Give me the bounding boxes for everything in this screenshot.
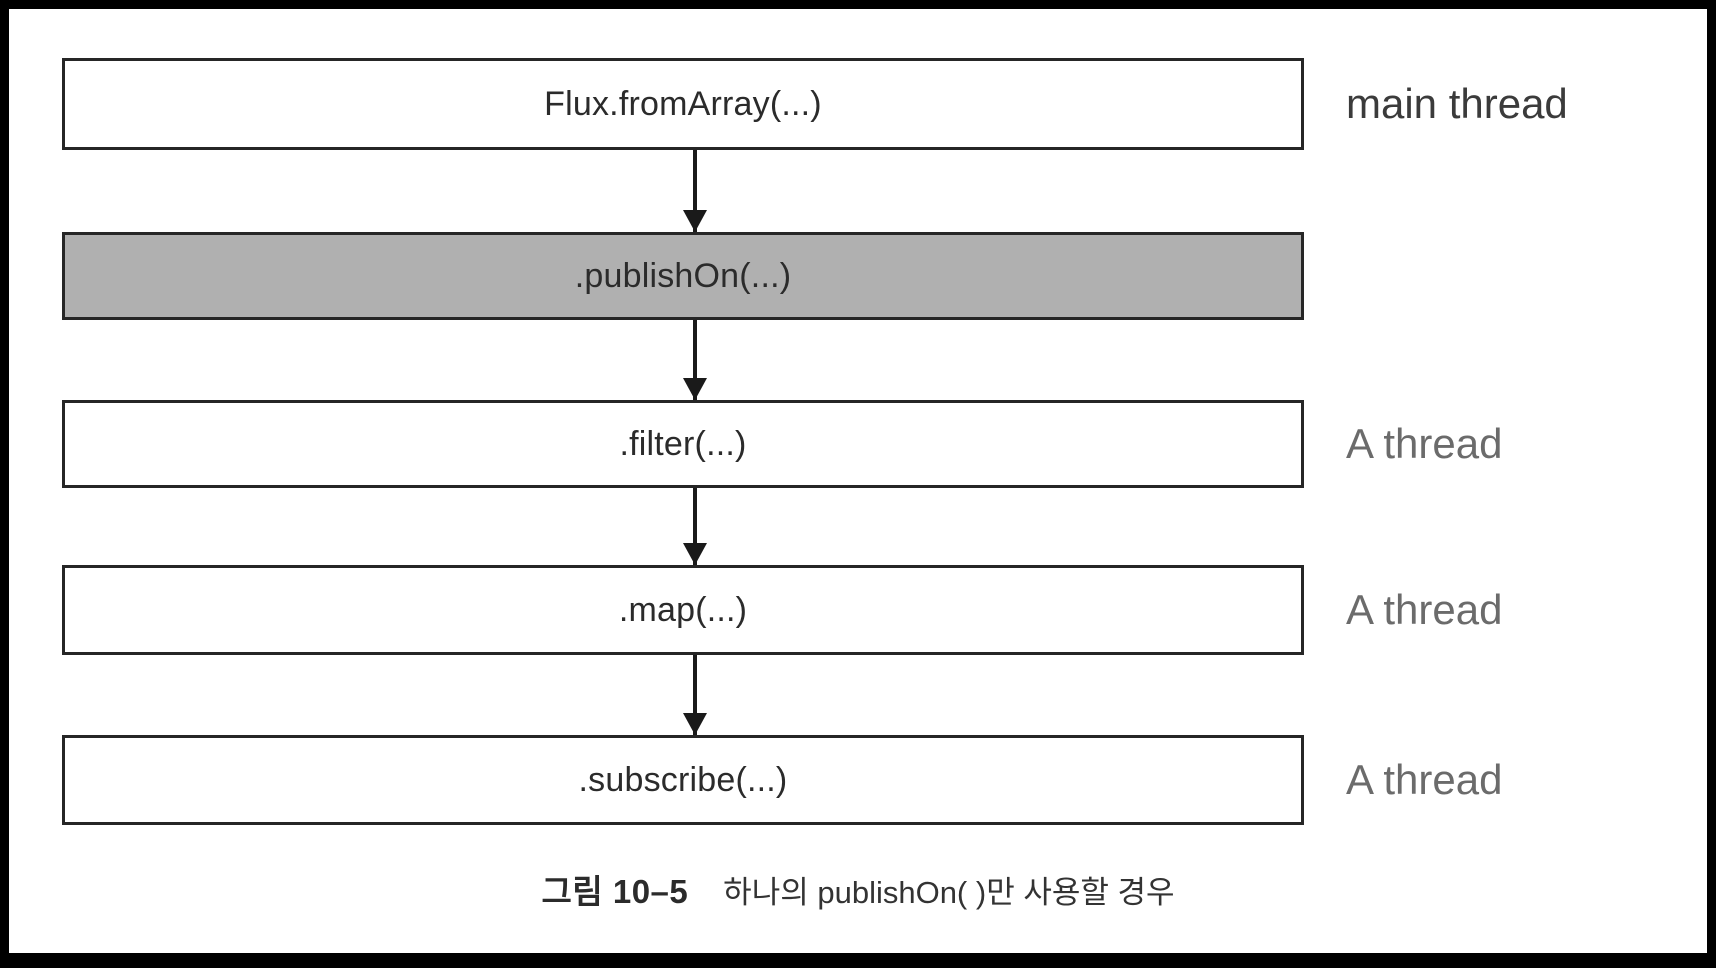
arrow-head <box>683 543 707 565</box>
thread-label-filter: A thread <box>1346 420 1503 467</box>
arrow-shaft <box>693 320 697 400</box>
figure-caption-number: 그림 10–5 <box>541 873 689 910</box>
flow-box-label: .map(...) <box>618 591 748 629</box>
arrow-down-icon <box>683 488 707 565</box>
thread-label-main: main thread <box>1346 80 1568 127</box>
flow-box-label: Flux.fromArray(...) <box>544 85 822 123</box>
arrow-down-icon <box>683 320 707 400</box>
arrow-down-icon <box>683 150 707 232</box>
arrow-shaft <box>693 655 697 735</box>
flow-box-label: .subscribe(...) <box>578 761 788 799</box>
figure-caption-text: 하나의 publishOn( )만 사용할 경우 <box>723 875 1175 910</box>
arrow-head <box>683 210 707 232</box>
arrow-head <box>683 378 707 400</box>
flow-box-publishon: .publishOn(...) <box>62 232 1304 320</box>
flow-box-label: .publishOn(...) <box>574 257 792 295</box>
flow-diagram: Flux.fromArray(...) .publishOn(...) .fil… <box>9 9 1707 953</box>
arrow-down-icon <box>683 655 707 735</box>
arrow-shaft <box>693 488 697 565</box>
thread-label-subscribe: A thread <box>1346 756 1503 803</box>
flow-box-subscribe: .subscribe(...) <box>62 735 1304 825</box>
flow-box-flux-fromarray: Flux.fromArray(...) <box>62 58 1304 150</box>
flow-box-map: .map(...) <box>62 565 1304 655</box>
figure-caption: 그림 10–5 하나의 publishOn( )만 사용할 경우 <box>9 865 1707 913</box>
arrow-shaft <box>693 150 697 232</box>
arrow-head <box>683 713 707 735</box>
thread-label-map: A thread <box>1346 586 1503 633</box>
figure-page: Flux.fromArray(...) .publishOn(...) .fil… <box>9 9 1707 953</box>
flow-box-filter: .filter(...) <box>62 400 1304 488</box>
flow-box-label: .filter(...) <box>619 425 747 463</box>
